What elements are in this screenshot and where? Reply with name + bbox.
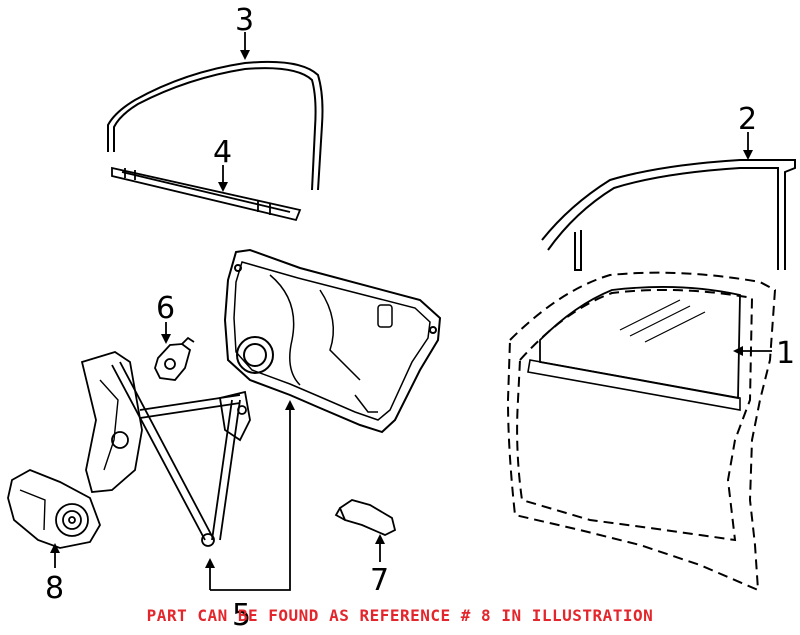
callout-3: 3 (235, 3, 254, 38)
part-6-bracket (154, 336, 195, 381)
callout-1: 1 (776, 336, 795, 371)
part-3-window-seal (107, 60, 324, 191)
part-7-handle (334, 499, 397, 536)
part-4-belt-molding (111, 166, 302, 222)
part-5-door-panel (223, 248, 442, 434)
callout-2: 2 (738, 102, 757, 137)
leader-lines (50, 32, 772, 591)
callout-6: 6 (156, 291, 175, 326)
callout-4: 4 (213, 135, 232, 170)
part-5-window-regulator (80, 351, 251, 547)
callout-7: 7 (370, 563, 389, 598)
callout-5: 5 (232, 598, 251, 633)
callout-8: 8 (45, 571, 64, 606)
part-2-frame-seal (541, 159, 796, 271)
reference-notice: PART CAN BE FOUND AS REFERENCE # 8 IN IL… (146, 606, 654, 625)
part-1-door-shell (506, 271, 777, 592)
part-8-window-motor (7, 469, 101, 549)
